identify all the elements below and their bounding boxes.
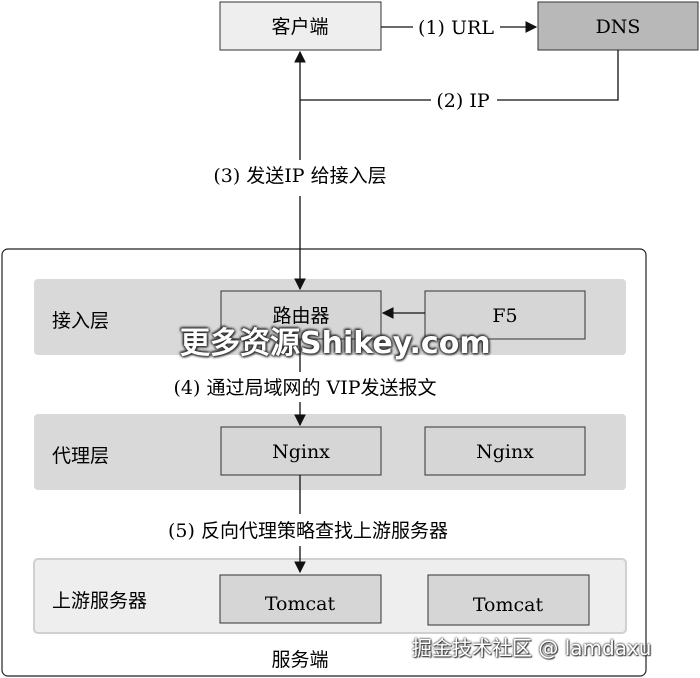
upstream-layer-label: 上游服务器 (52, 590, 147, 612)
router-node: 路由器 (220, 290, 382, 340)
nginx-1-label: Nginx (272, 441, 330, 463)
dns-label: DNS (596, 16, 641, 38)
f5-label: F5 (492, 305, 517, 327)
step3-label: (3) 发送IP 给接入层 (213, 165, 386, 187)
credit-text: 掘金技术社区 @ lamdaxu (412, 636, 652, 660)
proxy-layer-label: 代理层 (52, 445, 109, 467)
step5-label: (5) 反向代理策略查找上游服务器 (168, 520, 448, 542)
client-node: 客户端 (219, 1, 382, 51)
step4-label: (4) 通过局域网的 VIP发送报文 (173, 377, 436, 399)
nginx-2-label: Nginx (476, 441, 534, 463)
step1-label: (1) URL (418, 17, 494, 39)
nginx-node-2: Nginx (424, 426, 586, 476)
access-layer-label: 接入层 (52, 310, 109, 332)
f5-node: F5 (424, 290, 586, 340)
tomcat-2-label: Tomcat (473, 594, 544, 616)
watermark-text: 更多资源Shikey.com (180, 326, 491, 361)
ip-return-line (497, 50, 619, 101)
step2-label: (2) IP (436, 90, 489, 112)
nginx-node-1: Nginx (220, 426, 382, 476)
tomcat-node-1: Tomcat (219, 574, 382, 624)
tomcat-node-2: Tomcat (427, 574, 590, 626)
client-label: 客户端 (271, 16, 328, 38)
router-label: 路由器 (272, 305, 329, 327)
dns-node: DNS (537, 1, 699, 51)
server-container-label: 服务端 (271, 649, 328, 671)
tomcat-1-label: Tomcat (265, 593, 336, 615)
